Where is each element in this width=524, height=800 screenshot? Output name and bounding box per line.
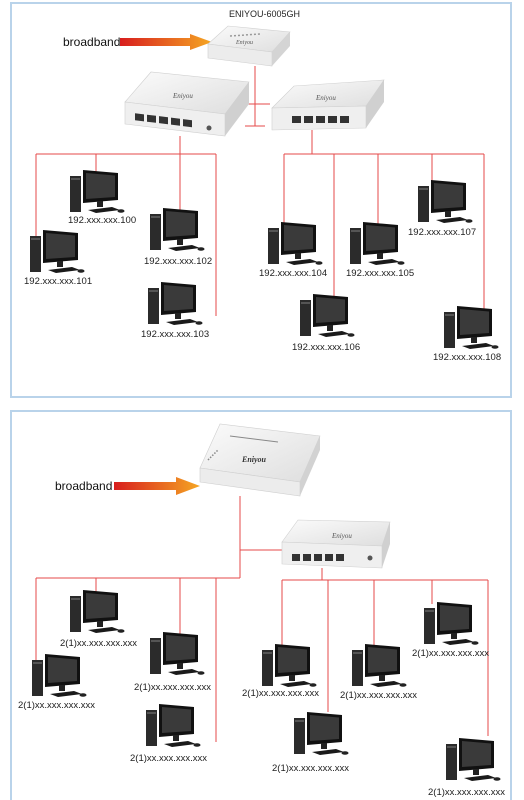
pc-108 [444, 306, 499, 349]
pc2-6 [352, 644, 407, 687]
pc-103 [148, 282, 203, 325]
pc2-1 [70, 590, 125, 633]
pc2-4-label: 2(1)xx.xxx.xxx.xxx [130, 753, 207, 764]
pc-108-label: 192.xxx.xxx.108 [433, 352, 501, 363]
broadband-arrow-1 [120, 34, 212, 50]
switch-left: Eniyou [124, 71, 250, 137]
brand-label-switch3: Eniyou [331, 532, 352, 540]
wiring-1 [35, 130, 485, 316]
pc-103-label: 192.xxx.xxx.103 [141, 329, 209, 340]
pc2-3 [150, 632, 205, 675]
brand-label-router1: Eniyou [235, 40, 253, 46]
pc-104 [268, 222, 323, 265]
pc2-6-label: 2(1)xx.xxx.xxx.xxx [340, 690, 417, 701]
pc2-9-label: 2(1)xx.xxx.xxx.xxx [428, 787, 505, 798]
pc-100-label: 192.xxx.xxx.100 [68, 215, 136, 226]
pc2-7-label: 2(1)xx.xxx.xxx.xxx [272, 763, 349, 774]
broadband-label-2: broadband [55, 479, 112, 493]
pc-101 [30, 230, 85, 273]
pc2-2 [32, 654, 87, 697]
pc-102 [150, 208, 205, 251]
pc2-7 [294, 712, 349, 755]
pc-106 [300, 294, 355, 337]
pc-101-label: 192.xxx.xxx.101 [24, 276, 92, 287]
pc2-4 [146, 704, 201, 747]
pc-104-label: 192.xxx.xxx.104 [259, 268, 327, 279]
wiring-2 [35, 568, 489, 742]
pc2-5 [262, 644, 317, 687]
pc2-1-label: 2(1)xx.xxx.xxx.xxx [60, 638, 137, 649]
brand-label-router2: Eniyou [241, 455, 267, 464]
router-2: Eniyou [199, 423, 321, 497]
pc2-8 [424, 602, 479, 645]
pc2-9 [446, 738, 501, 781]
broadband-label-1: broadband [63, 35, 120, 49]
pc-107-label: 192.xxx.xxx.107 [408, 227, 476, 238]
brand-label-switch1: Eniyou [172, 92, 193, 100]
pc2-5-label: 2(1)xx.xxx.xxx.xxx [242, 688, 319, 699]
pc2-3-label: 2(1)xx.xxx.xxx.xxx [134, 682, 211, 693]
router-1: Eniyou [207, 25, 291, 67]
broadband-arrow-2 [114, 477, 200, 495]
pc-105-label: 192.xxx.xxx.105 [346, 268, 414, 279]
pc-107 [418, 180, 473, 223]
pc-100 [70, 170, 125, 213]
brand-label-switch2: Eniyou [315, 94, 336, 102]
switch-2: Eniyou [281, 519, 391, 569]
pc-102-label: 192.xxx.xxx.102 [144, 256, 212, 267]
router-model-label: ENIYOU-6005GH [229, 9, 300, 19]
pc-105 [350, 222, 405, 265]
switch-right: Eniyou [271, 79, 385, 131]
pc2-8-label: 2(1)xx.xxx.xxx.xxx [412, 648, 489, 659]
pc2-2-label: 2(1)xx.xxx.xxx.xxx [18, 700, 95, 711]
pc-106-label: 192.xxx.xxx.106 [292, 342, 360, 353]
